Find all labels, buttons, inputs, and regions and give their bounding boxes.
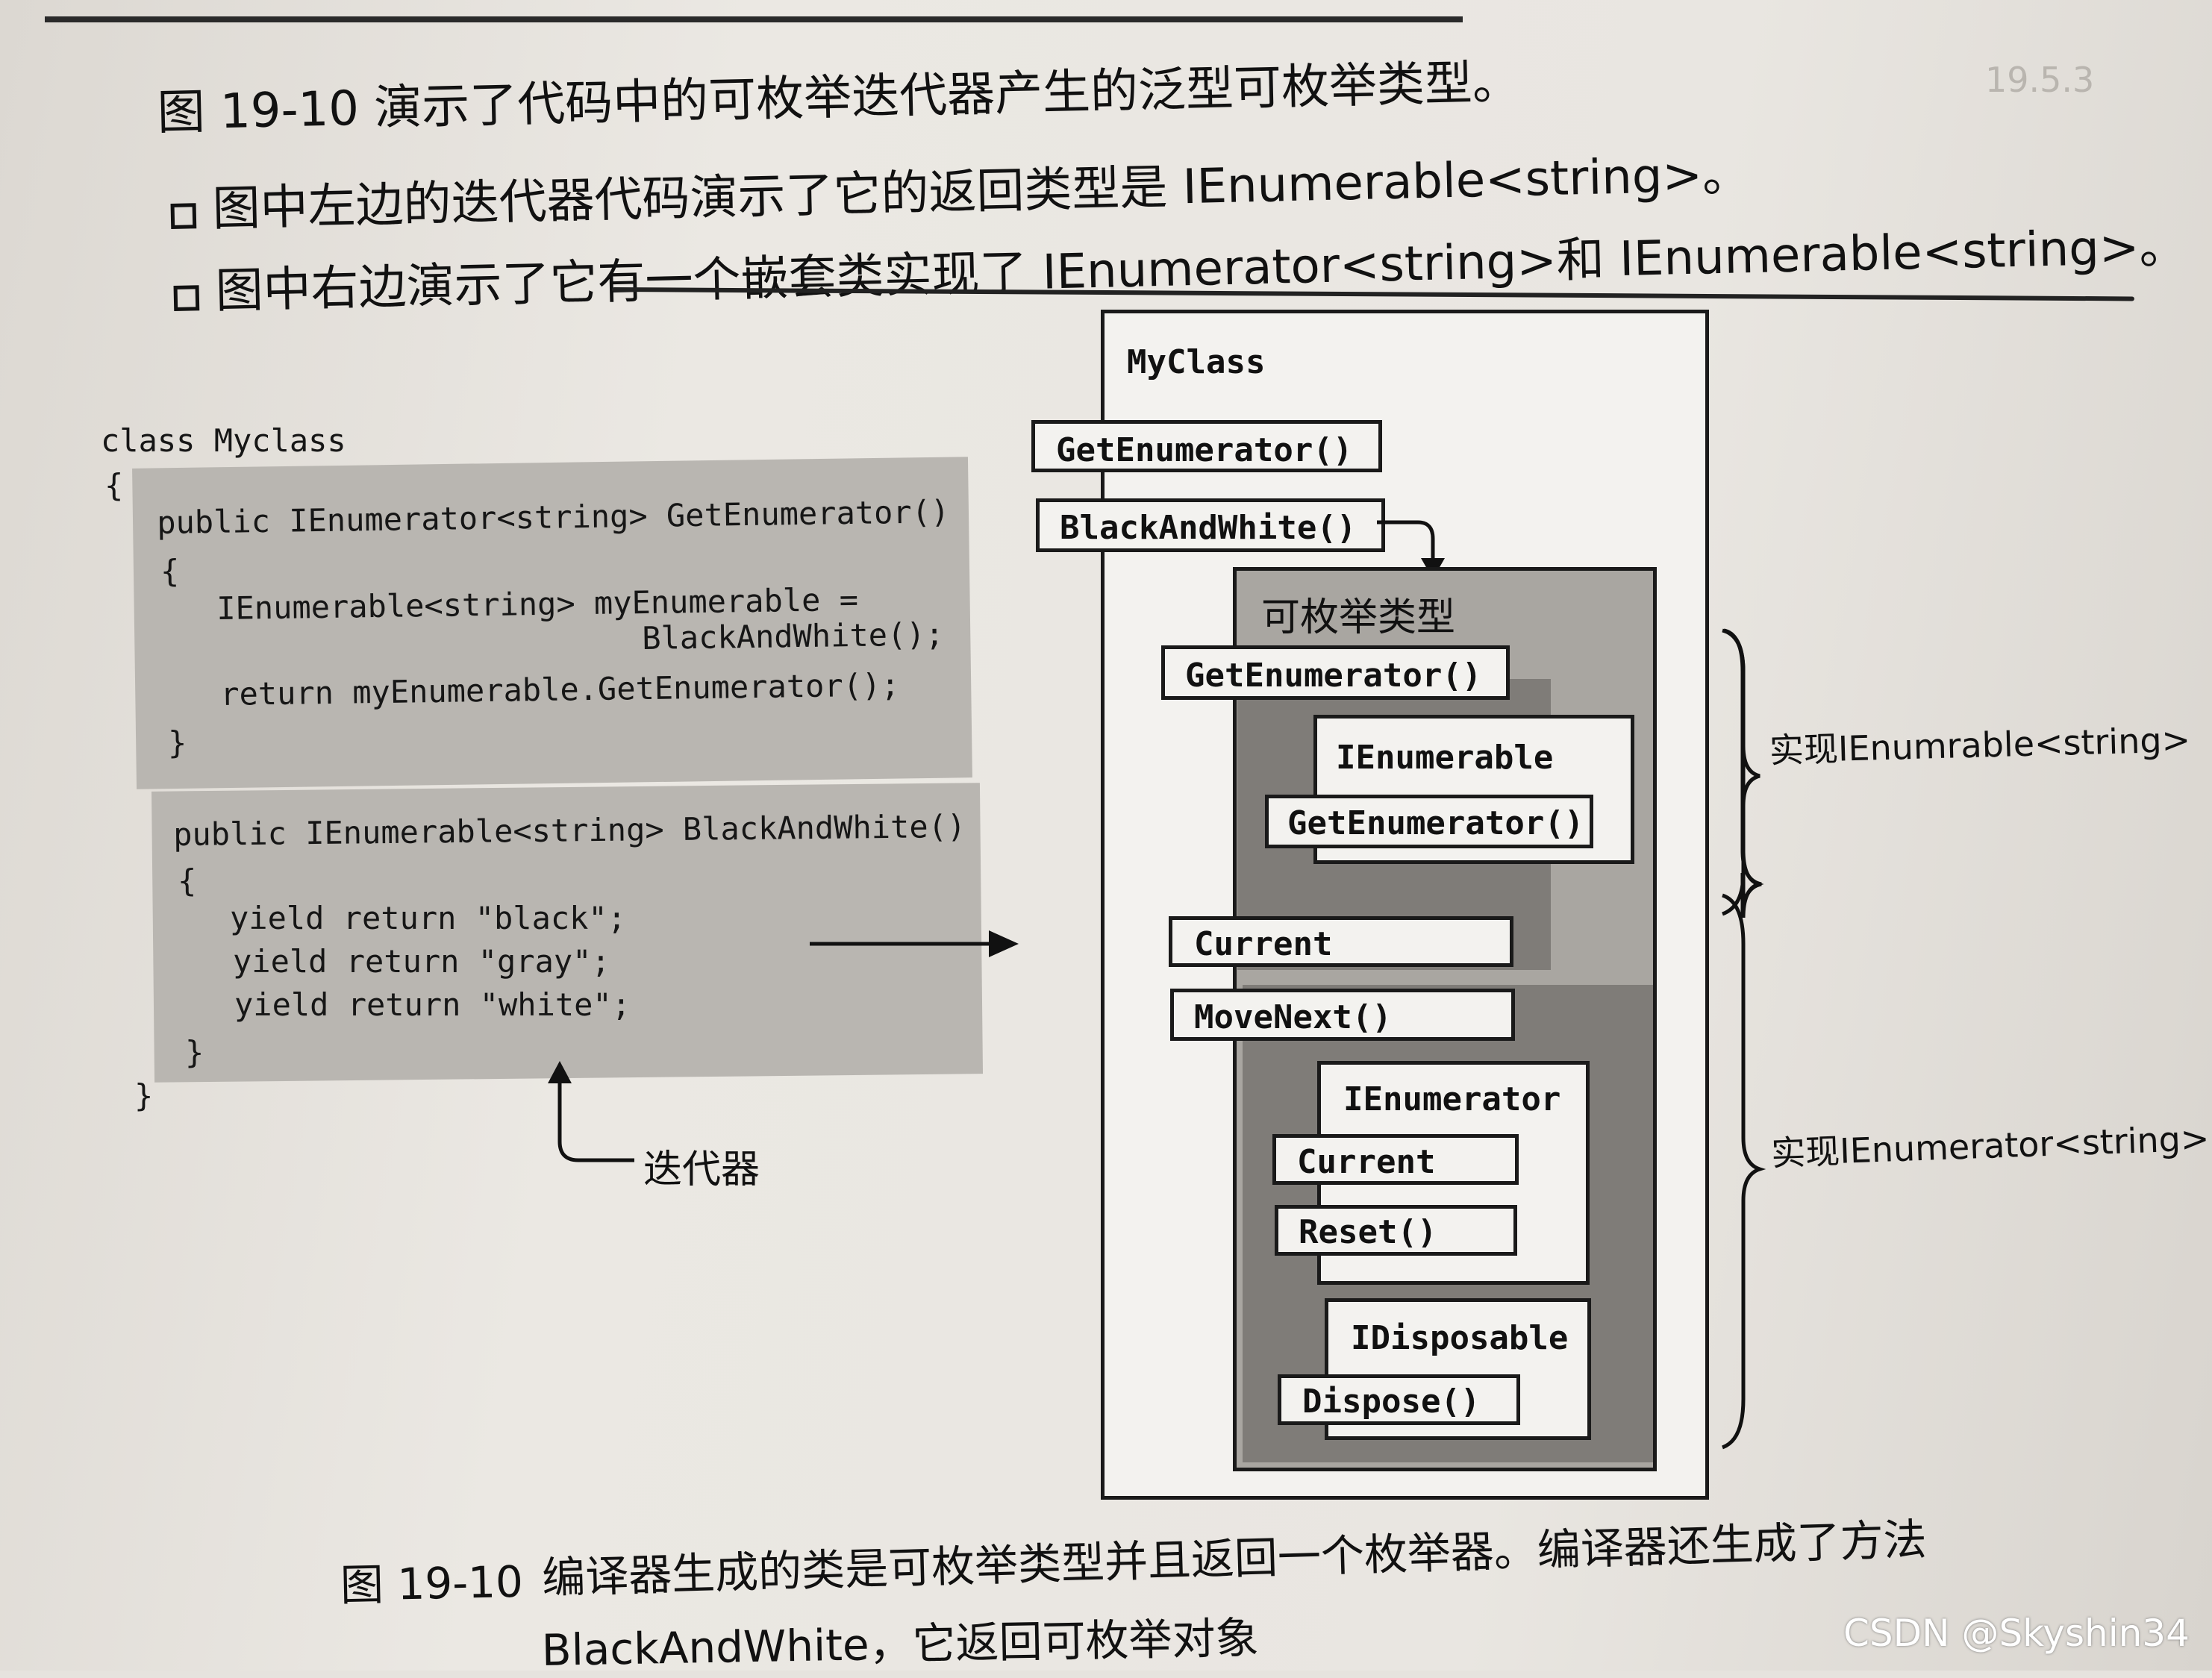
current-label: Current: [1194, 925, 1333, 963]
movenext-box: [1170, 989, 1515, 1041]
reset-label: Reset(): [1299, 1213, 1437, 1251]
myclass-title: MyClass: [1127, 343, 1266, 381]
caption-figure-number: 图 19-10: [340, 1556, 524, 1611]
ienumerable-getenumerator-label: GetEnumerator(): [1287, 804, 1584, 842]
dispose-label: Dispose(): [1302, 1383, 1481, 1421]
idisposable-title: IDisposable: [1351, 1319, 1569, 1357]
code-line: BlackAndWhite();: [641, 616, 945, 657]
reset-box: [1275, 1205, 1517, 1256]
ienumerable-title: IEnumerable: [1336, 739, 1554, 777]
code-line: yield return "white";: [234, 986, 631, 1023]
myclass-blackandwhite-box: [1036, 498, 1385, 552]
checkbox-icon: [173, 285, 200, 311]
ienumerable-getenumerator-box: [1265, 795, 1593, 848]
ienumerator-current-box: [1272, 1134, 1519, 1185]
code-line: }: [185, 1034, 204, 1071]
code-line: class Myclass: [101, 422, 346, 459]
ienumerator-title: IEnumerator: [1343, 1080, 1561, 1118]
brace-lower-icon: [1721, 893, 1766, 1450]
checkbox-icon: [170, 203, 197, 229]
brace-upper-icon: [1722, 628, 1760, 916]
right-arrow-icon: [810, 930, 1019, 957]
myclass-blackandwhite-label: BlackAndWhite(): [1060, 509, 1357, 547]
myclass-getenumerator-label: GetEnumerator(): [1056, 431, 1353, 469]
bleed-through: 19.5.3: [1985, 60, 2095, 100]
code-line: }: [168, 724, 187, 761]
code-line: public IEnumerable<string> BlackAndWhite…: [172, 807, 966, 853]
ienumerator-current-label: Current: [1297, 1143, 1436, 1181]
current-box: [1169, 916, 1513, 967]
code-line: return myEnumerable.GetEnumerator();: [219, 666, 900, 713]
watermark: CSDN @Skyshin34: [1843, 1612, 2190, 1655]
dispose-box: [1278, 1374, 1520, 1425]
movenext-label: MoveNext(): [1194, 998, 1392, 1036]
top-rule: [45, 16, 1463, 22]
iterator-arrow-icon: [548, 1061, 634, 1162]
code-line: yield return "black";: [230, 900, 627, 936]
code-line: {: [104, 467, 124, 504]
code-line: yield return "gray";: [233, 943, 610, 980]
enumerable-type-title: 可枚举类型: [1261, 595, 1456, 640]
code-line: {: [160, 553, 180, 589]
enumerable-getenumerator-label: GetEnumerator(): [1185, 657, 1482, 695]
code-line: {: [178, 863, 197, 899]
iterator-label: 迭代器: [643, 1148, 760, 1192]
enumerable-getenumerator-box: [1161, 645, 1510, 700]
code-line: }: [134, 1077, 154, 1114]
caption-line-2: BlackAndWhite，它返回可枚举对象: [541, 1612, 1260, 1676]
myclass-getenumerator-box: [1031, 420, 1382, 472]
